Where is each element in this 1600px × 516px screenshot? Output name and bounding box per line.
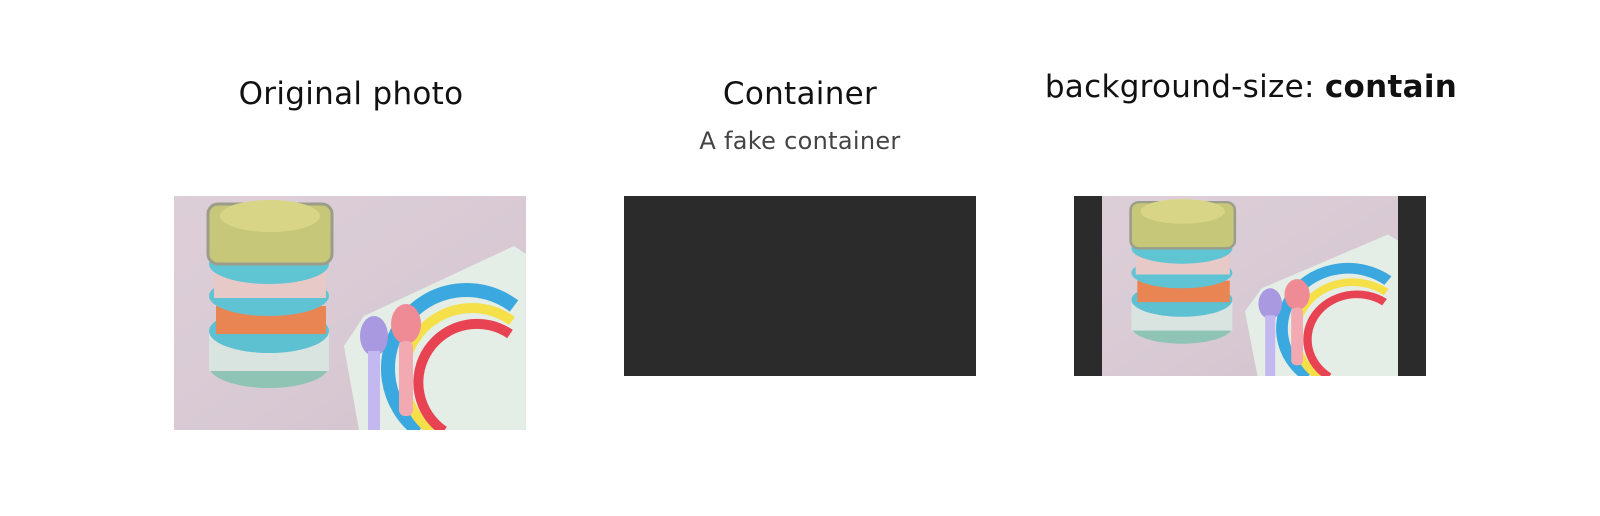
- original-photo-title: Original photo: [238, 76, 464, 112]
- container-subtitle: A fake container: [699, 127, 901, 155]
- contain-title-value: contain: [1324, 69, 1458, 105]
- container-title: Container: [722, 76, 878, 112]
- fake-container: [624, 196, 976, 376]
- contained-baby-food-photo: [1102, 196, 1398, 376]
- contain-title: background-size: contain: [991, 67, 1511, 107]
- original-photo: [174, 196, 526, 430]
- contained-photo: [1102, 196, 1398, 376]
- contain-title-prefix: background-size:: [1044, 69, 1325, 105]
- baby-food-photo: [174, 196, 526, 430]
- contain-container: [1074, 196, 1426, 376]
